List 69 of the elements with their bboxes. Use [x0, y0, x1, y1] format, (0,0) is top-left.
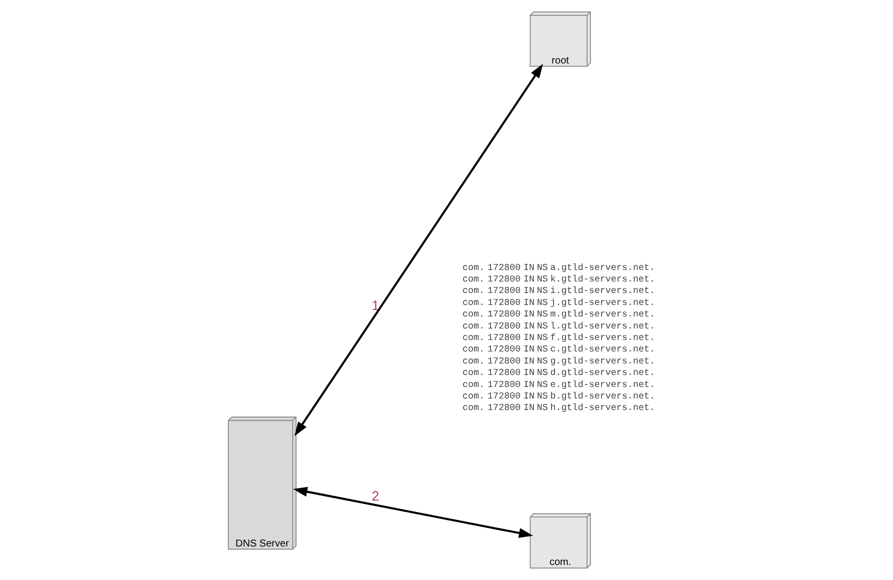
label: com.	[462, 355, 484, 366]
label: NS	[536, 390, 548, 402]
label: 172800	[487, 344, 520, 355]
label: h.gtld-servers.net.	[550, 402, 655, 414]
label: k.gtld-servers.net.	[550, 273, 655, 284]
label: com.	[462, 390, 484, 402]
label: IN	[523, 344, 534, 355]
label: NS	[536, 378, 548, 390]
label: com.	[462, 262, 484, 273]
label: com.	[462, 402, 484, 414]
label: NS	[536, 344, 548, 355]
arrow	[292, 486, 533, 538]
label: com.	[462, 296, 484, 308]
label: IN	[523, 378, 534, 390]
label: 172800	[487, 355, 520, 366]
label: NS	[536, 308, 548, 320]
label: IN	[523, 308, 534, 320]
label: com.	[462, 344, 484, 355]
edge-label: 1	[371, 298, 379, 313]
label: com.	[462, 332, 484, 343]
label: IN	[523, 332, 534, 343]
label: IN	[523, 355, 534, 366]
label: NS	[536, 273, 548, 284]
label: IN	[523, 320, 534, 332]
label: NS	[536, 367, 548, 378]
label: 172800	[487, 402, 520, 414]
label: 172800	[487, 308, 520, 320]
label: f.gtld-servers.net.	[550, 332, 655, 343]
label: com.	[462, 285, 484, 296]
label: 172800	[487, 262, 520, 273]
label: i.gtld-servers.net.	[550, 285, 655, 296]
label: NS	[536, 402, 548, 414]
label: com.	[462, 273, 484, 284]
label: m.gtld-servers.net.	[550, 308, 655, 320]
label: IN	[523, 367, 534, 378]
label: e.gtld-servers.net.	[550, 378, 655, 390]
label: com.	[462, 320, 484, 332]
label: NS	[536, 355, 548, 366]
label: com.	[462, 308, 484, 320]
label: NS	[536, 262, 548, 273]
label: c.gtld-servers.net.	[550, 344, 655, 355]
label: 172800	[487, 332, 520, 343]
label: b.gtld-servers.net.	[550, 390, 655, 402]
label: a.gtld-servers.net.	[550, 262, 655, 273]
label: NS	[536, 296, 548, 308]
label: 172800	[487, 320, 520, 332]
label: g.gtld-servers.net.	[550, 355, 655, 366]
edge-label: 2	[371, 488, 379, 504]
label: IN	[523, 402, 534, 414]
label: com.	[462, 378, 484, 390]
label: IN	[523, 285, 534, 296]
label: IN	[523, 296, 534, 308]
label: IN	[523, 262, 534, 273]
label: 172800	[487, 367, 520, 378]
label: 172800	[487, 285, 520, 296]
label: l.gtld-servers.net.	[550, 320, 655, 332]
label: 172800	[487, 390, 520, 402]
label: IN	[523, 390, 534, 402]
label: 172800	[487, 273, 520, 284]
label: 172800	[487, 296, 520, 308]
label: com.	[462, 367, 484, 378]
label: j.gtld-servers.net.	[550, 296, 655, 308]
label: IN	[523, 273, 534, 284]
label: 172800	[487, 378, 520, 390]
label: d.gtld-servers.net.	[550, 367, 655, 378]
label: NS	[536, 285, 548, 296]
label: NS	[536, 332, 548, 343]
label: NS	[536, 320, 548, 332]
arrow	[294, 64, 543, 436]
